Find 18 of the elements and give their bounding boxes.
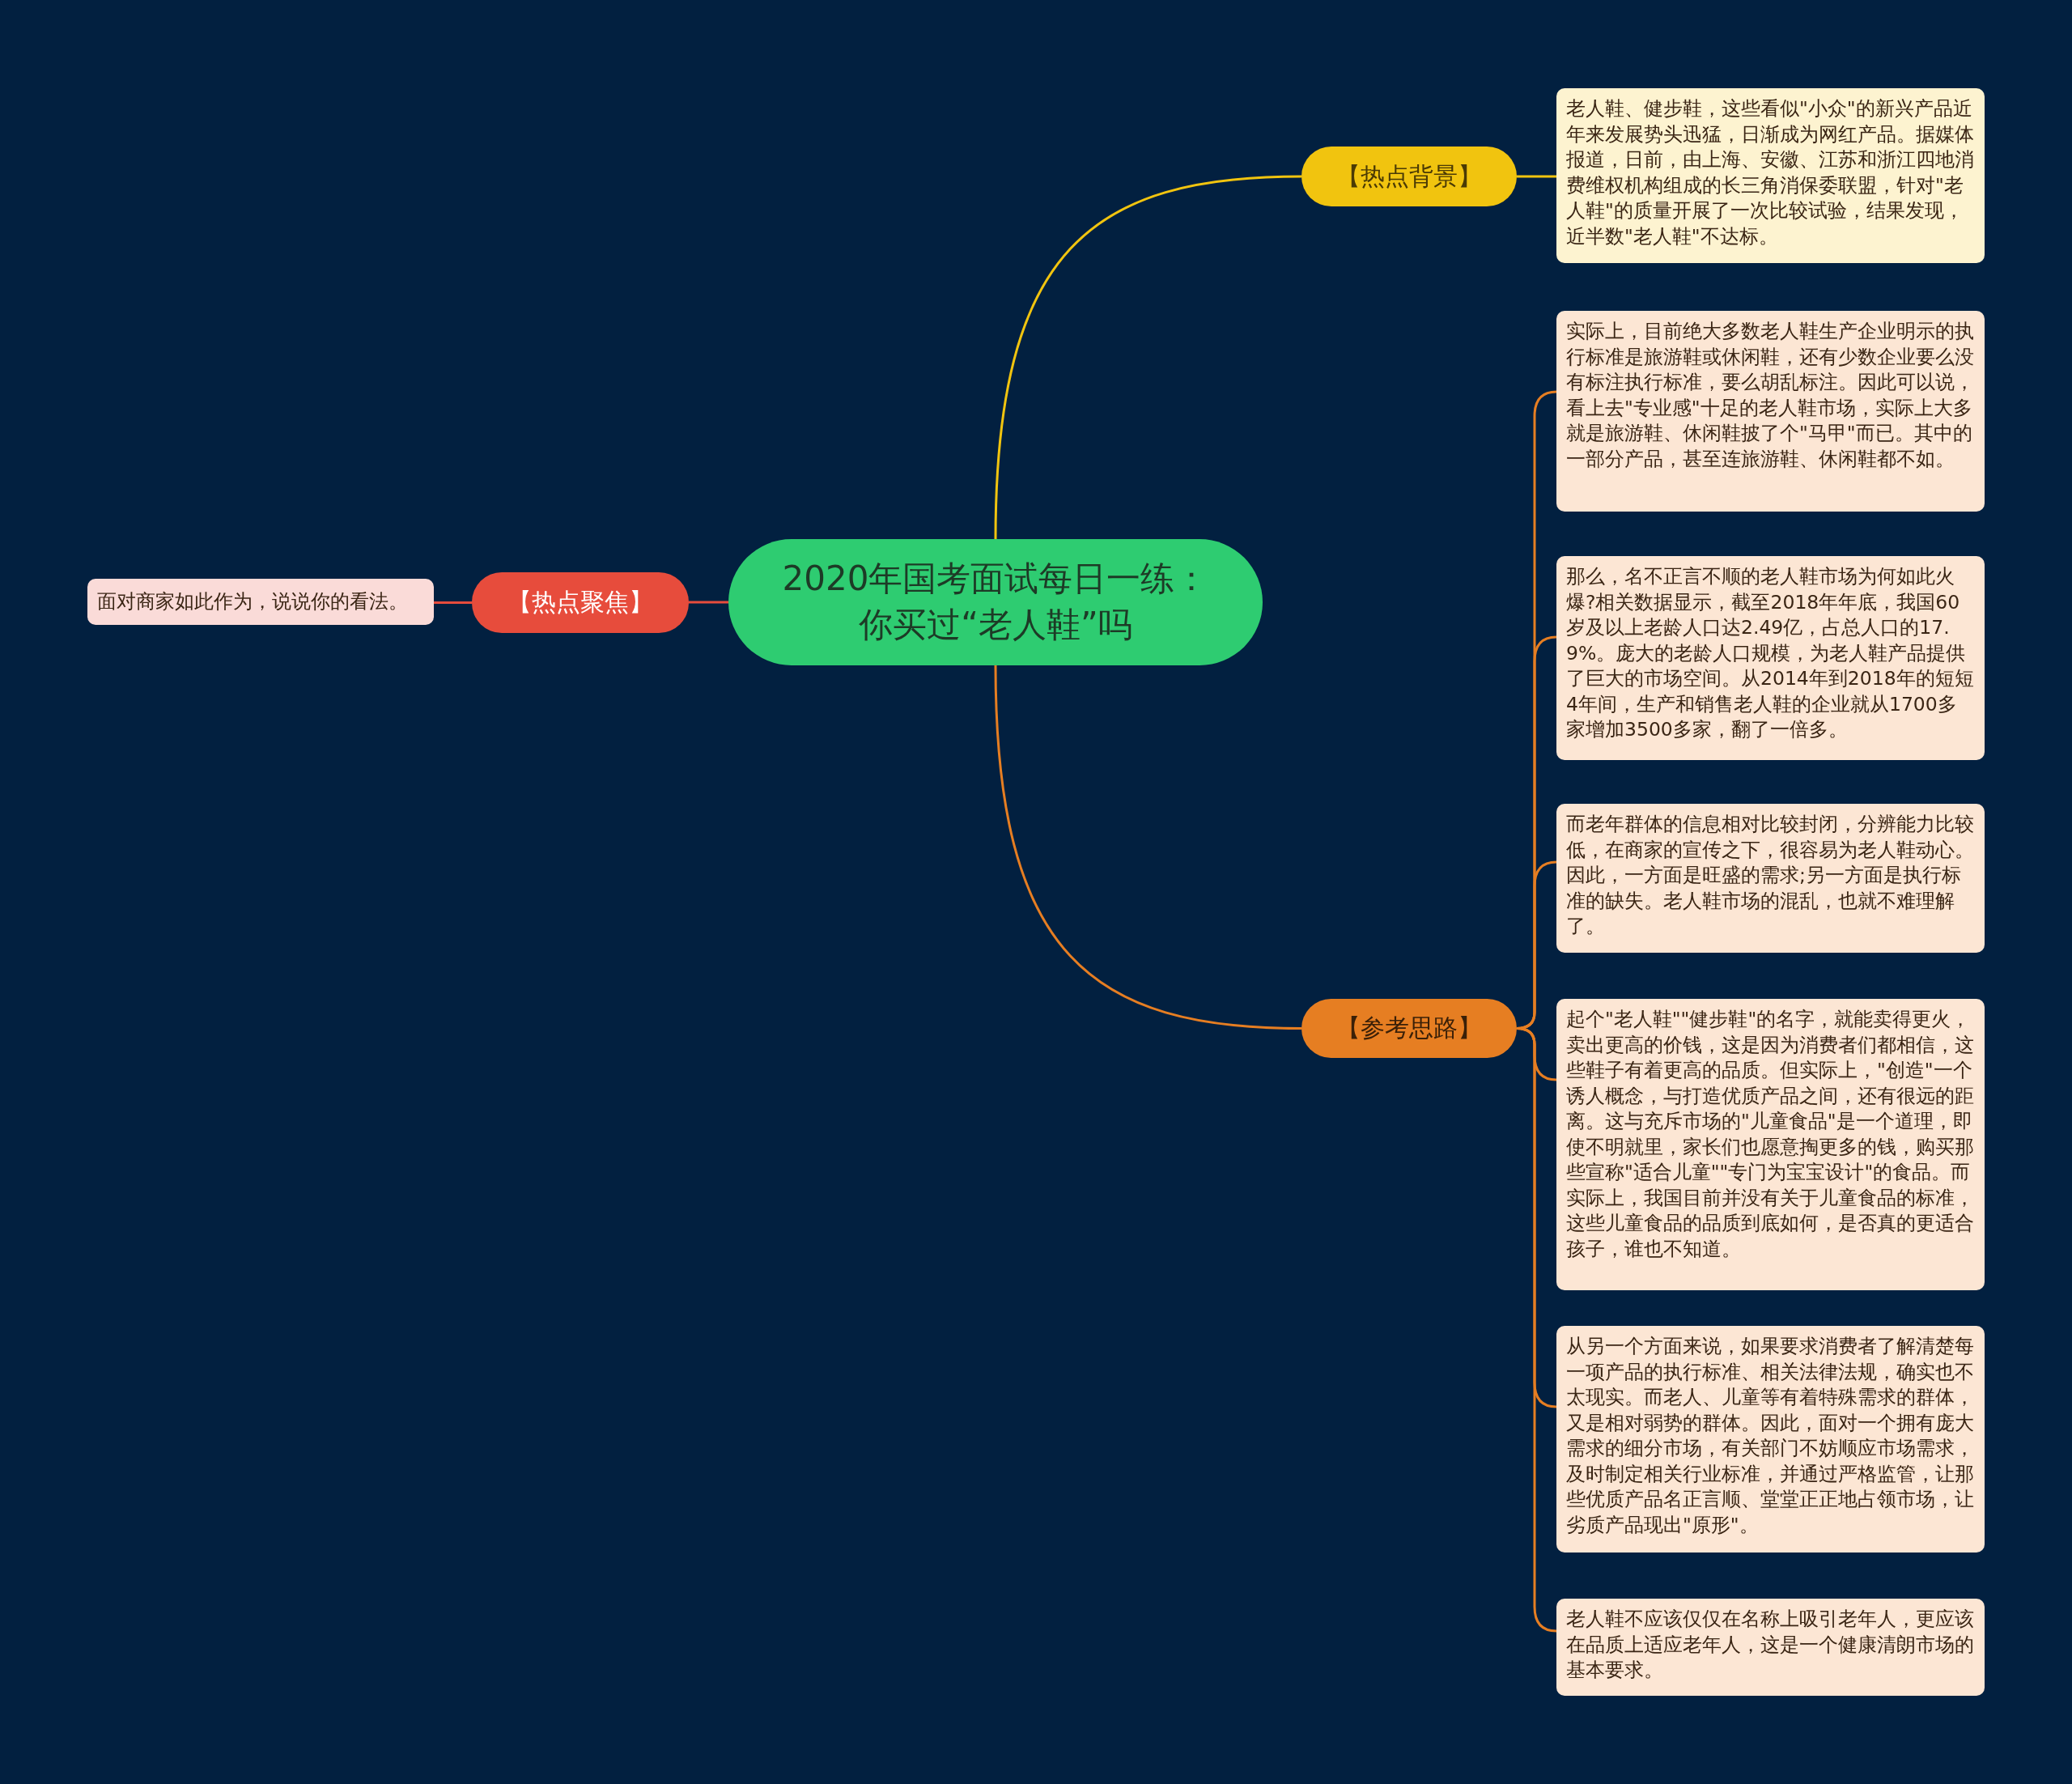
text-card: 老人鞋不应该仅仅在名称上吸引老年人，更应该在品质上适应老年人，这是一个健康清朗市场的基本要求。 bbox=[1556, 1599, 1985, 1696]
branch-topic: 【热点背景】 bbox=[1301, 147, 1517, 206]
connector-line bbox=[994, 665, 1302, 1030]
text-card: 起个"老人鞋""健步鞋"的名字，就能卖得更火，卖出更高的价钱，这是因为消费者们都相信，这些鞋子有着更高的品质。但实际上，"创造"一个诱人概念，与打造优质产品之间，还有很远的距离。这与充斥市场的"儿童食品"是一个道理，即使不明就里，家长们也愿意掏更多的钱，购买那些宣称"适合儿童""专门为宝宝设计"的食品。而实际上，我国目前并没有关于儿童食品的标准，这些儿童食品的品质到底如何，是否真的更适合孩子，谁也不知道。 bbox=[1556, 999, 1985, 1290]
branch-topic: 【热点聚焦】 bbox=[472, 572, 689, 633]
connector-line bbox=[434, 601, 472, 604]
text-card: 实际上，目前绝大多数老人鞋生产企业明示的执行标准是旅游鞋或休闲鞋，还有少数企业要么没有标注执行标准，要么胡乱标注。因此可以说，看上去"专业感"十足的老人鞋市场，实际上大多就是旅游鞋、休闲鞋披了个"马甲"而已。其中的一部分产品，甚至连旅游鞋、休闲鞋都不如。 bbox=[1556, 311, 1985, 512]
branch-topic: 【参考思路】 bbox=[1301, 999, 1517, 1058]
text-card: 从另一个方面来说，如果要求消费者了解清楚每一项产品的执行标准、相关法律法规，确实也不太现实。而老人、儿童等有着特殊需求的群体，又是相对弱势的群体。因此，面对一个拥有庞大需求的细分市场，有关部门不妨顺应市场需求，及时制定相关行业标准，并通过严格监管，让那些优质产品名正言顺、堂堂正正地占领市场，让劣质产品现出"原形"。 bbox=[1556, 1326, 1985, 1553]
text-card: 面对商家如此作为，说说你的看法。 bbox=[87, 579, 434, 625]
connector-line bbox=[1516, 1027, 1557, 1633]
central-topic: 2020年国考面试每日一练：你买过“老人鞋”吗 bbox=[728, 539, 1263, 665]
connector-line bbox=[994, 175, 1302, 540]
text-card: 老人鞋、健步鞋，这些看似"小众"的新兴产品近年来发展势头迅猛，日渐成为网红产品。据媒体报道，日前，由上海、安徽、江苏和浙江四地消费维权机构组成的长三角消保委联盟，针对"老人鞋"的质量开展了一次比较试验，结果发现，近半数"老人鞋"不达标。 bbox=[1556, 88, 1985, 263]
connector-line bbox=[689, 601, 728, 604]
text-card: 而老年群体的信息相对比较封闭，分辨能力比较低，在商家的宣传之下，很容易为老人鞋动心。因此，一方面是旺盛的需求;另一方面是执行标准的缺失。老人鞋市场的混乱，也就不难理解了。 bbox=[1556, 804, 1985, 953]
text-card: 那么，名不正言不顺的老人鞋市场为何如此火爆?相关数据显示，截至2018年年底，我国60岁及以上老龄人口达2.49亿，占总人口的17.9%。庞大的老龄人口规模，为老人鞋产品提供了巨大的市场空间。从2014年到2018年的短短4年间，生产和销售老人鞋的企业就从1700多家增加3500多家，翻了一倍多。 bbox=[1556, 556, 1985, 760]
connector-line bbox=[1517, 175, 1556, 178]
